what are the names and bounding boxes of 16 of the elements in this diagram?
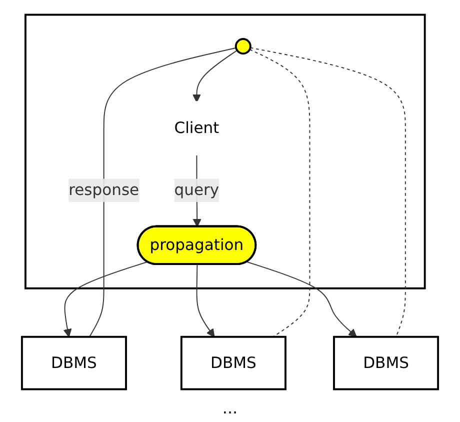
cluster [24, 13, 426, 289]
ellipsis-text: ··· [222, 403, 238, 422]
edge-label: query [174, 180, 220, 199]
connector [250, 46, 406, 337]
node-box: DBMS [333, 335, 440, 390]
arrow [63, 260, 148, 337]
node-box: DBMS [180, 335, 286, 390]
node-circle [234, 38, 252, 54]
connector [89, 46, 237, 337]
arrow [196, 264, 215, 337]
arrow [246, 260, 357, 337]
node-text: Client [174, 118, 220, 136]
connector [249, 48, 310, 337]
edge-label: response [68, 180, 140, 199]
node-box: DBMS [20, 335, 127, 390]
arrow [192, 49, 238, 102]
